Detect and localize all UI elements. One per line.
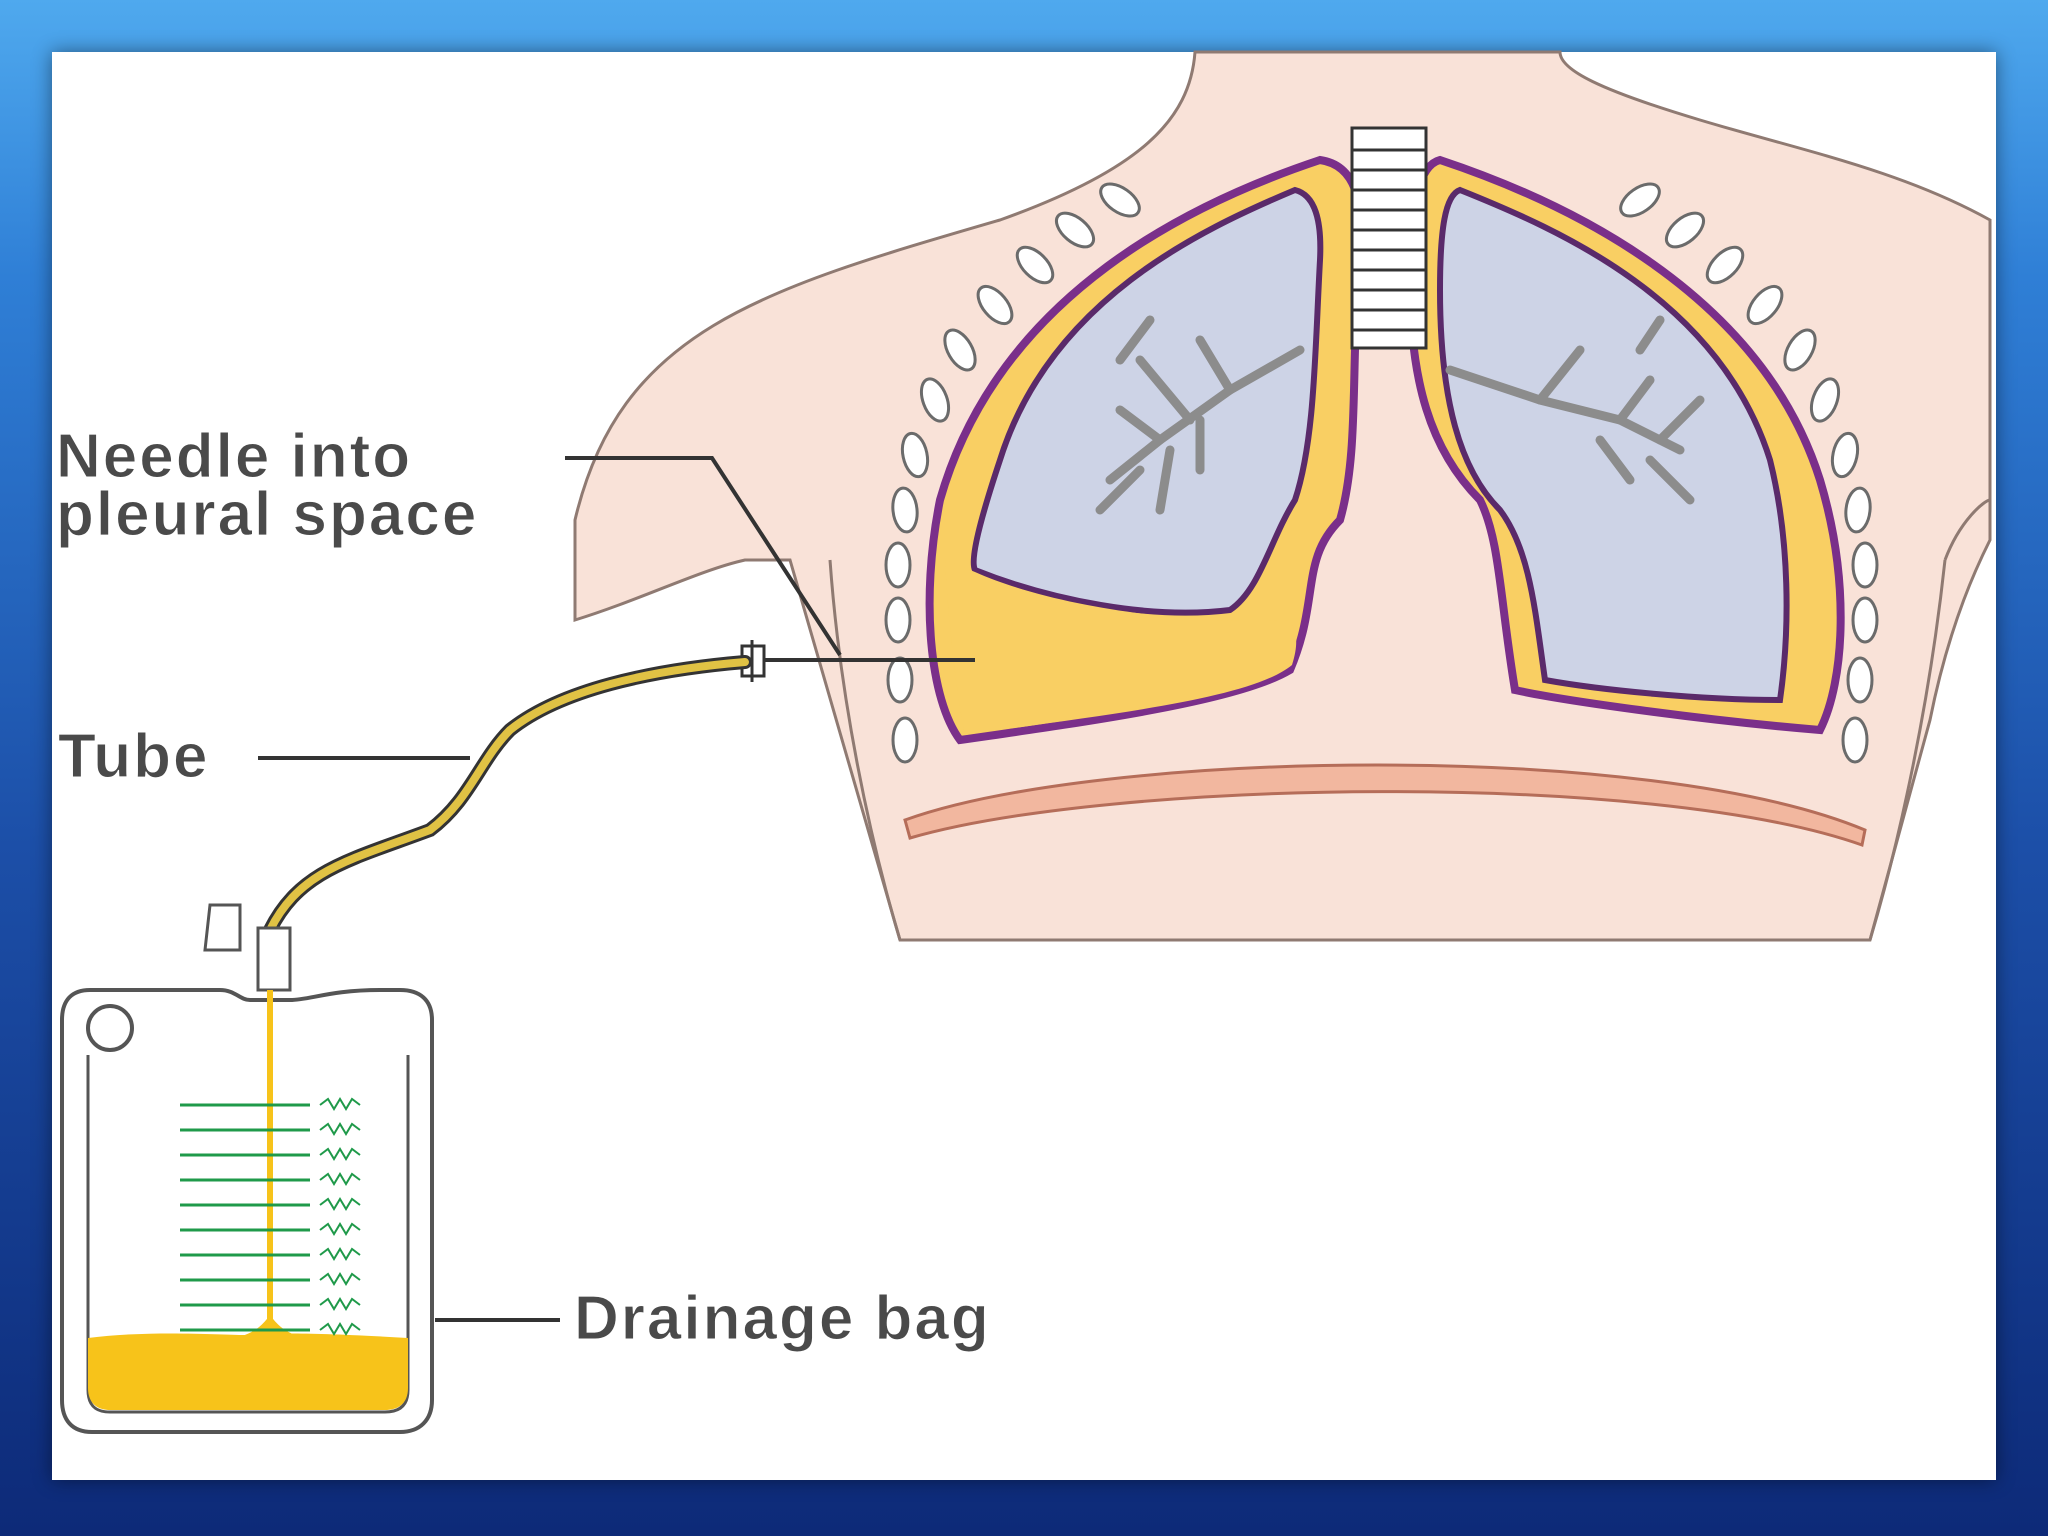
drainage-bag-label: Drainage bag [574,1290,991,1348]
needle-label-line2: pleural space [56,486,478,544]
tube-label: Tube [58,728,210,786]
needle-label: Needle into pleural space [56,428,478,544]
drainage-tube-fill [270,662,745,930]
drainage-bag [62,905,432,1432]
needle-label-line1: Needle into [56,428,478,486]
trachea [1352,128,1426,348]
collected-fluid [88,1333,408,1410]
drainage-tube [270,662,745,930]
